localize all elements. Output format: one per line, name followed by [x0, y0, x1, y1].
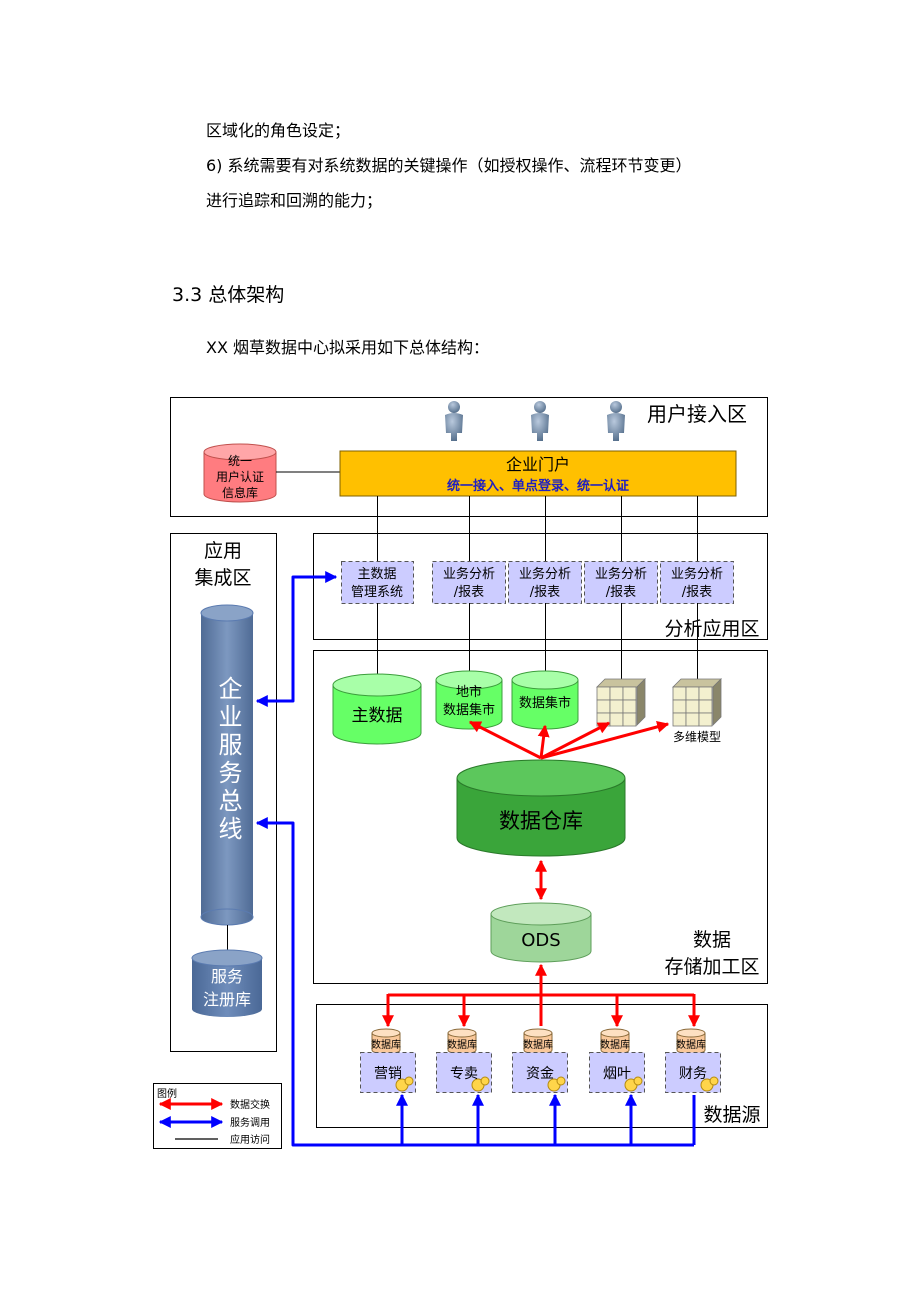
paragraph-line-3: 进行追踪和回溯的能力；	[206, 191, 383, 210]
source-system[interactable]	[512, 1028, 568, 1093]
legend-item-service-call: 服务调用	[230, 1116, 270, 1129]
enterprise-portal[interactable]	[339, 450, 737, 497]
service-registry	[191, 949, 263, 1017]
bi-report-box-1[interactable]	[432, 561, 506, 604]
master-mgmt-label-1: 主数据	[357, 567, 396, 582]
olap-cube-icon	[596, 678, 646, 727]
source-name: 专卖	[450, 1066, 478, 1082]
paragraph-line-2: 6) 系统需要有对系统数据的关键操作（如授权操作、流程环节变更）	[206, 156, 692, 175]
bi-report-label: 业务分析	[595, 566, 647, 582]
intro-paragraph: XX 烟草数据中心拟采用如下总体结构：	[206, 338, 490, 357]
bi-report-box-3[interactable]	[584, 561, 658, 604]
user-icon	[531, 401, 549, 441]
legend-title: 图例	[157, 1087, 177, 1100]
bi-report-label: 业务分析	[671, 566, 723, 582]
legend	[153, 1083, 282, 1149]
data-exchange-arrows	[382, 720, 700, 1028]
source-system[interactable]	[589, 1028, 645, 1093]
data-mart-label: 数据集市	[519, 695, 571, 711]
enterprise-service-bus	[200, 604, 254, 926]
service-call-arrows	[255, 571, 696, 1147]
service-bus-label: 企业服务总线	[214, 676, 242, 844]
registry-label-2: 注册库	[203, 990, 251, 1009]
user-access-zone-label: 用户接入区	[647, 402, 747, 426]
registry-label-1: 服务	[211, 967, 243, 986]
master-mgmt-label-2: 管理系统	[351, 585, 403, 600]
paragraph-line-1: 区域化的角色设定；	[206, 121, 351, 140]
master-data-label: 主数据	[352, 706, 403, 726]
source-db-label: 数据库	[447, 1038, 477, 1051]
source-db-label: 数据库	[600, 1038, 630, 1051]
source-system[interactable]	[665, 1028, 721, 1093]
auth-db-label-2: 用户认证	[216, 469, 264, 484]
multidim-model-label: 多维模型	[673, 730, 721, 744]
warehouse-label: 数据仓库	[499, 809, 583, 833]
section-heading: 3.3 总体架构	[172, 284, 285, 306]
source-db-label: 数据库	[676, 1038, 706, 1051]
app-integration-label-2: 集成区	[194, 567, 251, 589]
source-name: 财务	[679, 1066, 707, 1082]
bi-report-label: /报表	[530, 585, 560, 600]
storage-zone-label-1: 数据	[693, 929, 731, 951]
data-source-zone-label: 数据源	[703, 1104, 760, 1126]
city-mart-label-1: 地市	[456, 684, 482, 700]
city-mart-label-2: 数据集市	[443, 702, 495, 718]
bi-report-label: 业务分析	[443, 566, 495, 582]
user-icon	[445, 401, 463, 441]
portal-title: 企业门户	[506, 455, 570, 474]
olap-cube-icon	[672, 678, 722, 727]
ods-cylinder	[490, 902, 592, 963]
bi-report-label: /报表	[454, 585, 484, 600]
bi-report-box-4[interactable]	[660, 561, 734, 604]
source-system[interactable]	[436, 1028, 492, 1093]
master-data-cylinder	[332, 673, 422, 745]
auth-db-label-3: 信息库	[222, 485, 258, 500]
storage-zone-label-2: 存储加工区	[664, 956, 759, 978]
data-mart-cylinder	[511, 670, 579, 730]
app-integration-zone	[170, 533, 277, 1052]
user-icon	[607, 401, 625, 441]
source-db-label: 数据库	[371, 1038, 401, 1051]
bi-report-box-2[interactable]	[508, 561, 582, 604]
auth-db-label-1: 统一	[228, 454, 252, 468]
data-warehouse-cylinder	[456, 759, 626, 857]
ods-label: ODS	[521, 930, 560, 951]
source-db-label: 数据库	[523, 1038, 553, 1051]
app-integration-label-1: 应用	[204, 540, 242, 562]
portal-subtitle: 统一接入、单点登录、统一认证	[447, 478, 629, 494]
bi-report-label: 业务分析	[519, 566, 571, 582]
master-data-mgmt-box[interactable]	[341, 561, 414, 604]
source-name: 营销	[374, 1066, 402, 1082]
source-name: 烟叶	[603, 1066, 631, 1082]
bi-report-label: /报表	[682, 585, 712, 600]
bi-report-label: /报表	[606, 585, 636, 600]
legend-item-app-access: 应用访问	[230, 1133, 270, 1146]
source-name: 资金	[526, 1066, 554, 1082]
legend-item-data-exchange: 数据交换	[230, 1098, 270, 1111]
city-mart-cylinder	[435, 670, 503, 730]
source-system[interactable]	[360, 1028, 416, 1093]
auth-db-cylinder	[203, 443, 277, 503]
analysis-zone-label: 分析应用区	[664, 618, 759, 640]
